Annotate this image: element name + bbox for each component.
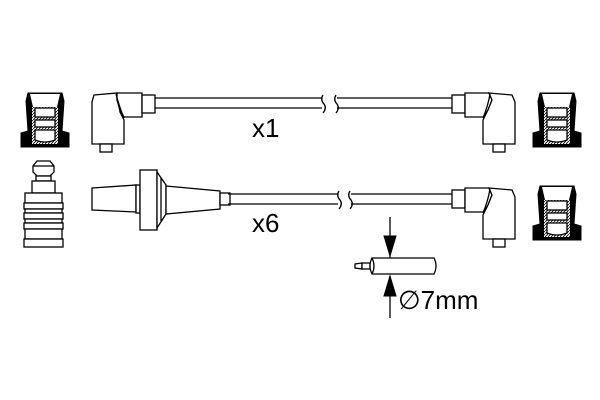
diameter-value: 7mm [420, 285, 479, 315]
cable-top [155, 94, 452, 114]
right-cap-bottom [532, 185, 582, 241]
quantity-label-top: x1 [252, 113, 280, 143]
diameter-label: ∅7mm [398, 287, 478, 313]
quantity-label-bottom: x6 [252, 208, 280, 238]
cable-bottom [228, 190, 452, 210]
right-angled-boot-top [451, 92, 516, 153]
diameter-dimension [354, 217, 437, 318]
right-angled-boot-bottom [451, 187, 516, 248]
left-plug-connector [23, 160, 64, 248]
left-angled-boot-top [91, 92, 156, 153]
left-straight-boot [91, 169, 231, 231]
diameter-symbol: ∅ [398, 285, 421, 315]
right-cap-top [532, 92, 582, 148]
left-cap-top [20, 92, 70, 148]
